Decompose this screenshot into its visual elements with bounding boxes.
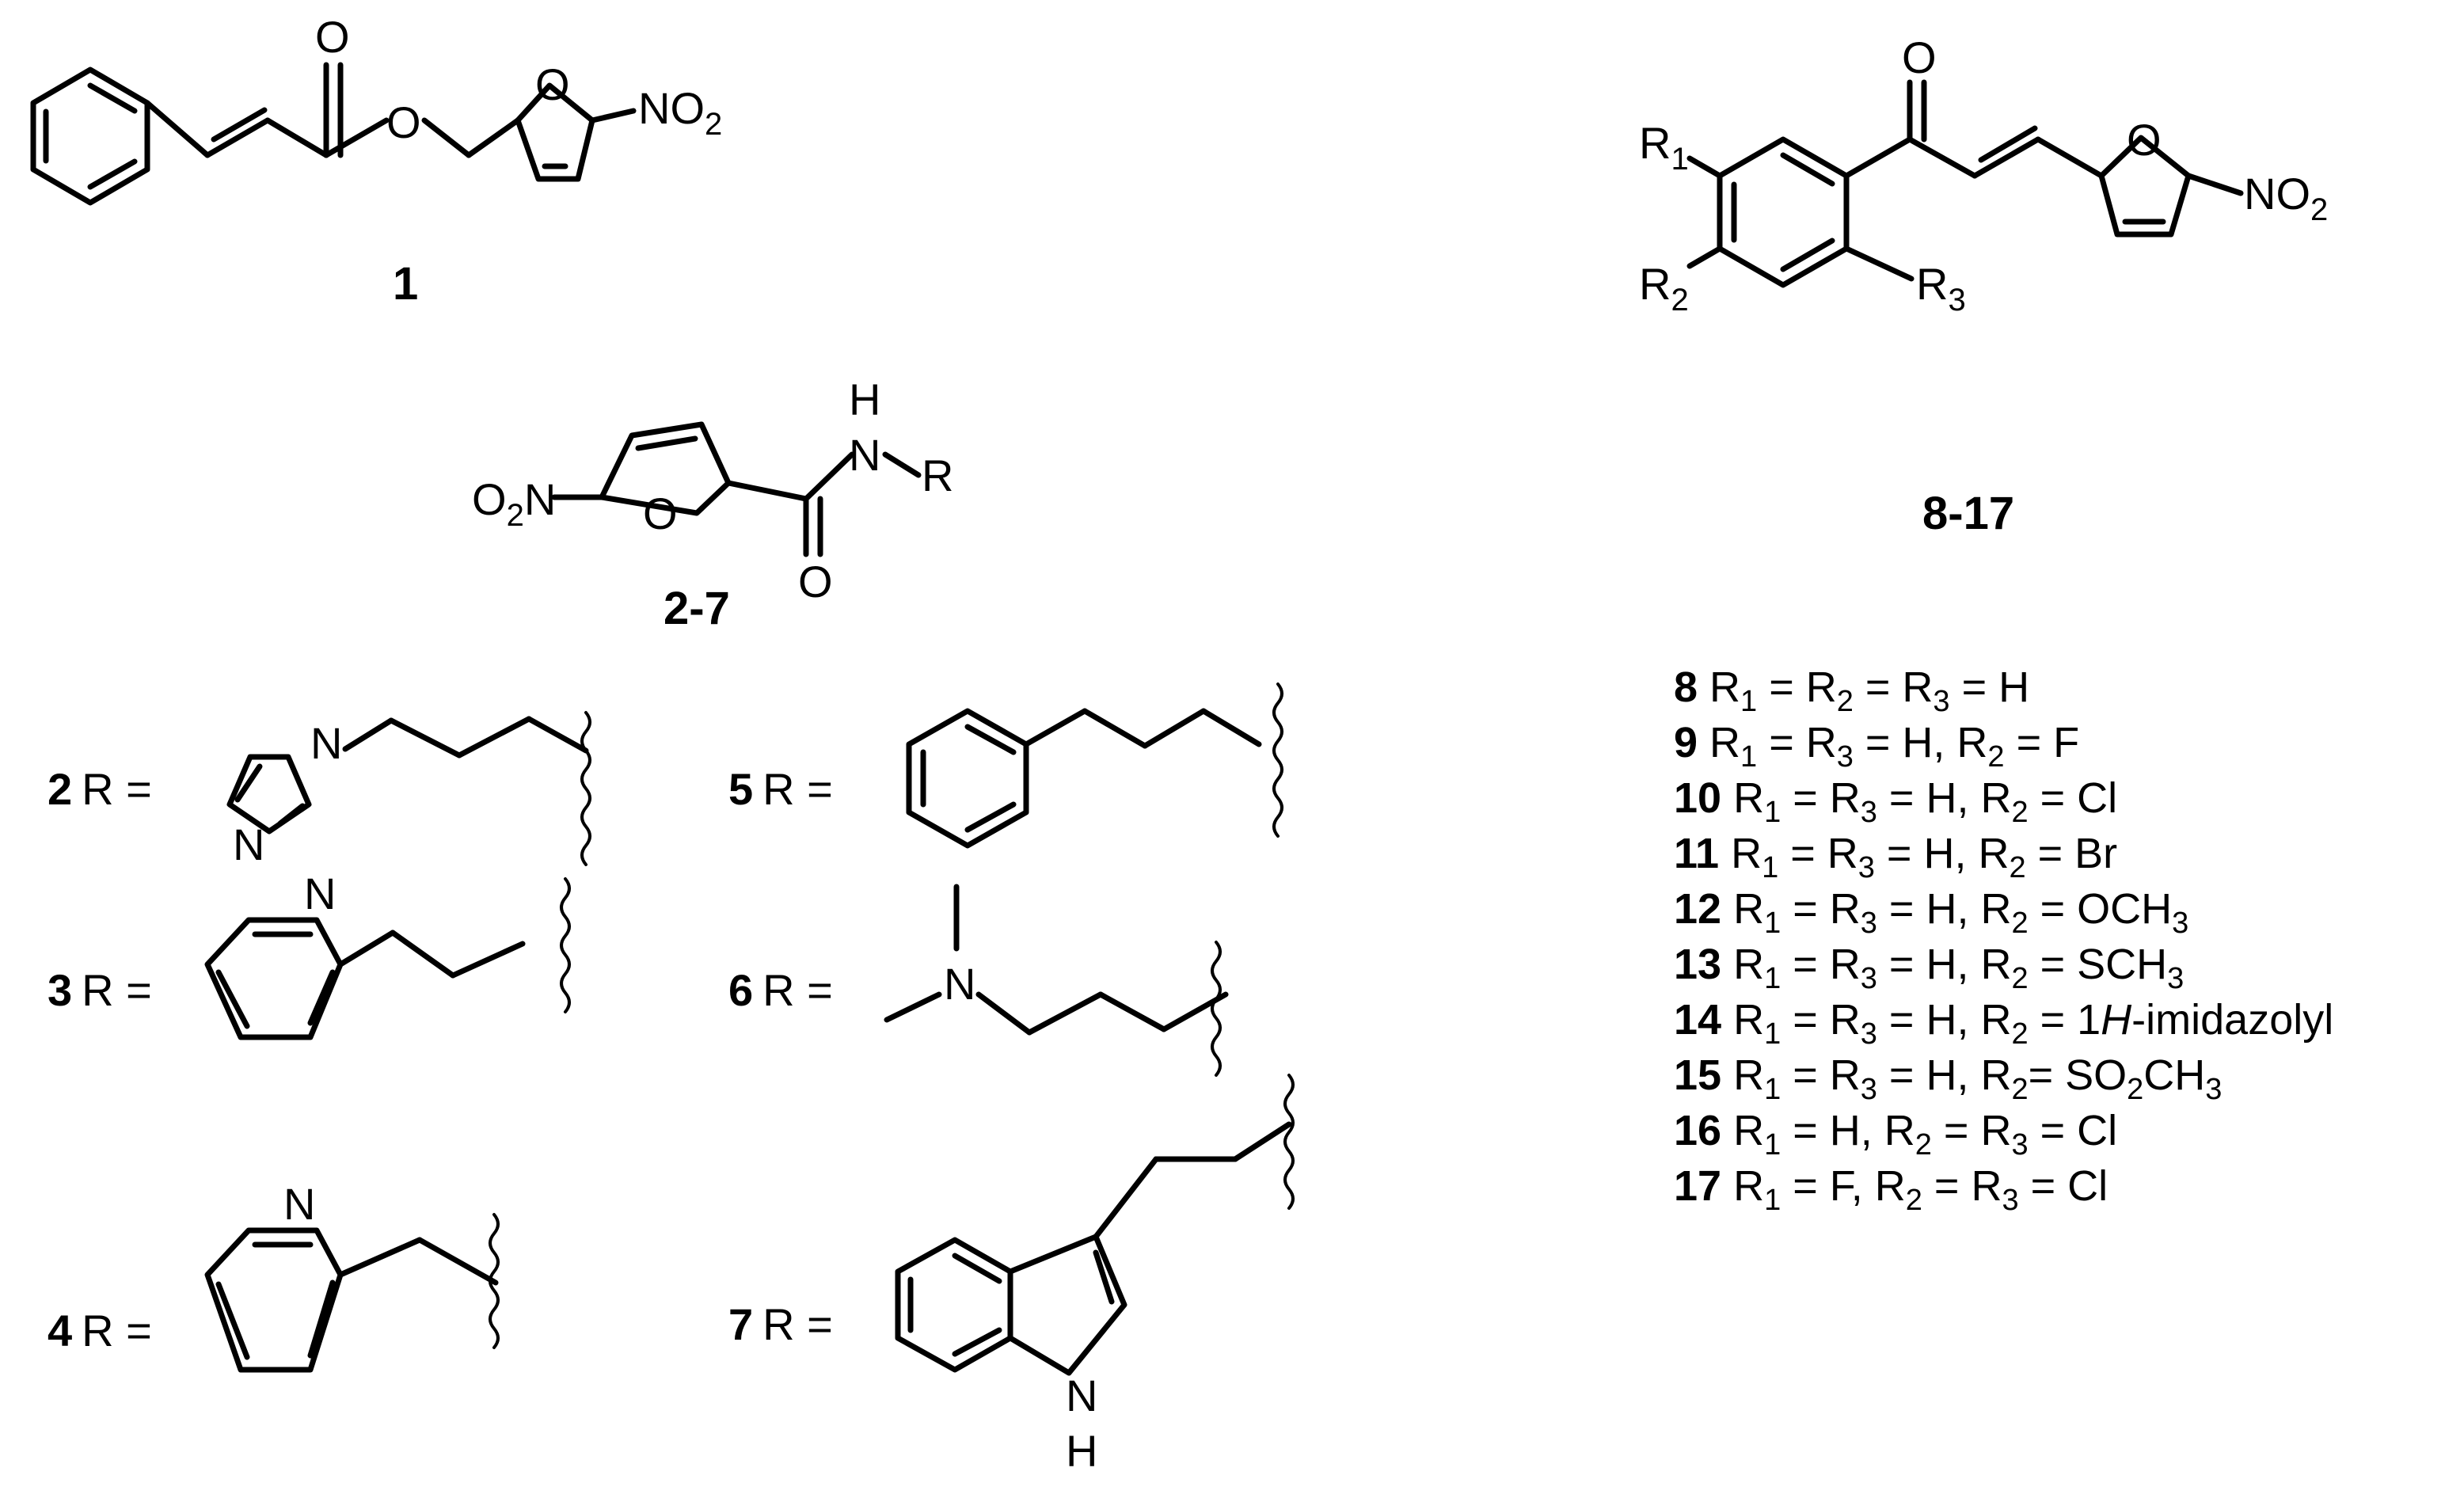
compound-8-17-label: 8-17 xyxy=(1922,488,2014,539)
r-group-4-structure xyxy=(204,1213,500,1373)
r-group-2-structure xyxy=(226,711,591,866)
compound-2-7-amide-hydrogen: H xyxy=(849,374,880,424)
compound-8-17-r1: R1 xyxy=(1639,118,1689,177)
substituent-row-11: 11 R1 = R3 = H, R2 = Br xyxy=(1674,830,2117,884)
compound-8-17-r2: R2 xyxy=(1639,259,1689,317)
substituent-table: 8 R1 = R2 = R3 = H 9 R1 = R3 = H, R2 = F… xyxy=(1674,663,2333,1217)
compound-2-7-amide-nitrogen: N xyxy=(849,430,880,480)
r-group-7-indole-nitrogen: N xyxy=(1066,1371,1097,1420)
substituent-row-10: 10 R1 = R3 = H, R2 = Cl xyxy=(1674,774,2117,829)
compound-1-ester-oxygen: O xyxy=(386,97,421,147)
compound-1-furan-oxygen: O xyxy=(535,59,570,109)
r-group-3-structure xyxy=(204,877,571,1040)
compound-2-7-carbonyl-oxygen: O xyxy=(798,557,833,606)
r-group-4-pyridine-nitrogen: N xyxy=(283,1179,315,1229)
compound-1-nitro-group: NO2 xyxy=(638,83,722,142)
r-group-2-imidazole-n1: N xyxy=(310,718,342,768)
r-group-7-indole-hydrogen: H xyxy=(1066,1426,1097,1476)
compound-8-17-nitro-group: NO2 xyxy=(2244,169,2328,227)
r-group-7-structure xyxy=(895,1074,1295,1376)
substituent-row-8: 8 R1 = R2 = R3 = H xyxy=(1674,663,2029,718)
r-group-5-structure xyxy=(906,682,1283,849)
substituent-row-9: 9 R1 = R3 = H, R2 = F xyxy=(1674,719,2079,774)
compound-2-7-furan-oxygen: O xyxy=(643,489,678,538)
substituent-row-14: 14 R1 = R3 = H, R2 = 1H-imidazolyl xyxy=(1674,996,2333,1051)
compound-1-carbonyl-oxygen: O xyxy=(315,12,350,62)
r-group-2-imidazole-n3: N xyxy=(233,819,264,869)
compound-2-7-core-structure xyxy=(551,421,922,557)
substituent-row-17: 17 R1 = F, R2 = R3 = Cl xyxy=(1674,1162,2108,1217)
substituent-row-13: 13 R1 = R3 = H, R2 = SCH3 xyxy=(1674,941,2184,995)
substituent-row-16: 16 R1 = H, R2 = R3 = Cl xyxy=(1674,1107,2117,1162)
r-group-6-structure xyxy=(884,884,1229,1077)
substituent-row-12: 12 R1 = R3 = H, R2 = OCH3 xyxy=(1674,885,2188,940)
compound-8-17-furan-oxygen: O xyxy=(2127,115,2162,165)
compound-8-17-core-structure xyxy=(1686,79,2244,288)
compound-1-label: 1 xyxy=(393,258,418,310)
r-group-3-pyridine-nitrogen: N xyxy=(304,869,336,918)
compound-2-7-r-group: R xyxy=(922,451,953,500)
r-group-6-amine-nitrogen: N xyxy=(944,959,975,1009)
compound-8-17-carbonyl-oxygen: O xyxy=(1902,32,1937,82)
compound-8-17-r3: R3 xyxy=(1916,259,1966,317)
compound-2-7-nitro-group: O2N xyxy=(472,474,556,533)
compound-1-structure xyxy=(30,62,637,206)
compound-2-7-label: 2-7 xyxy=(664,583,730,634)
substituent-row-15: 15 R1 = R3 = H, R2= SO2CH3 xyxy=(1674,1051,2222,1106)
